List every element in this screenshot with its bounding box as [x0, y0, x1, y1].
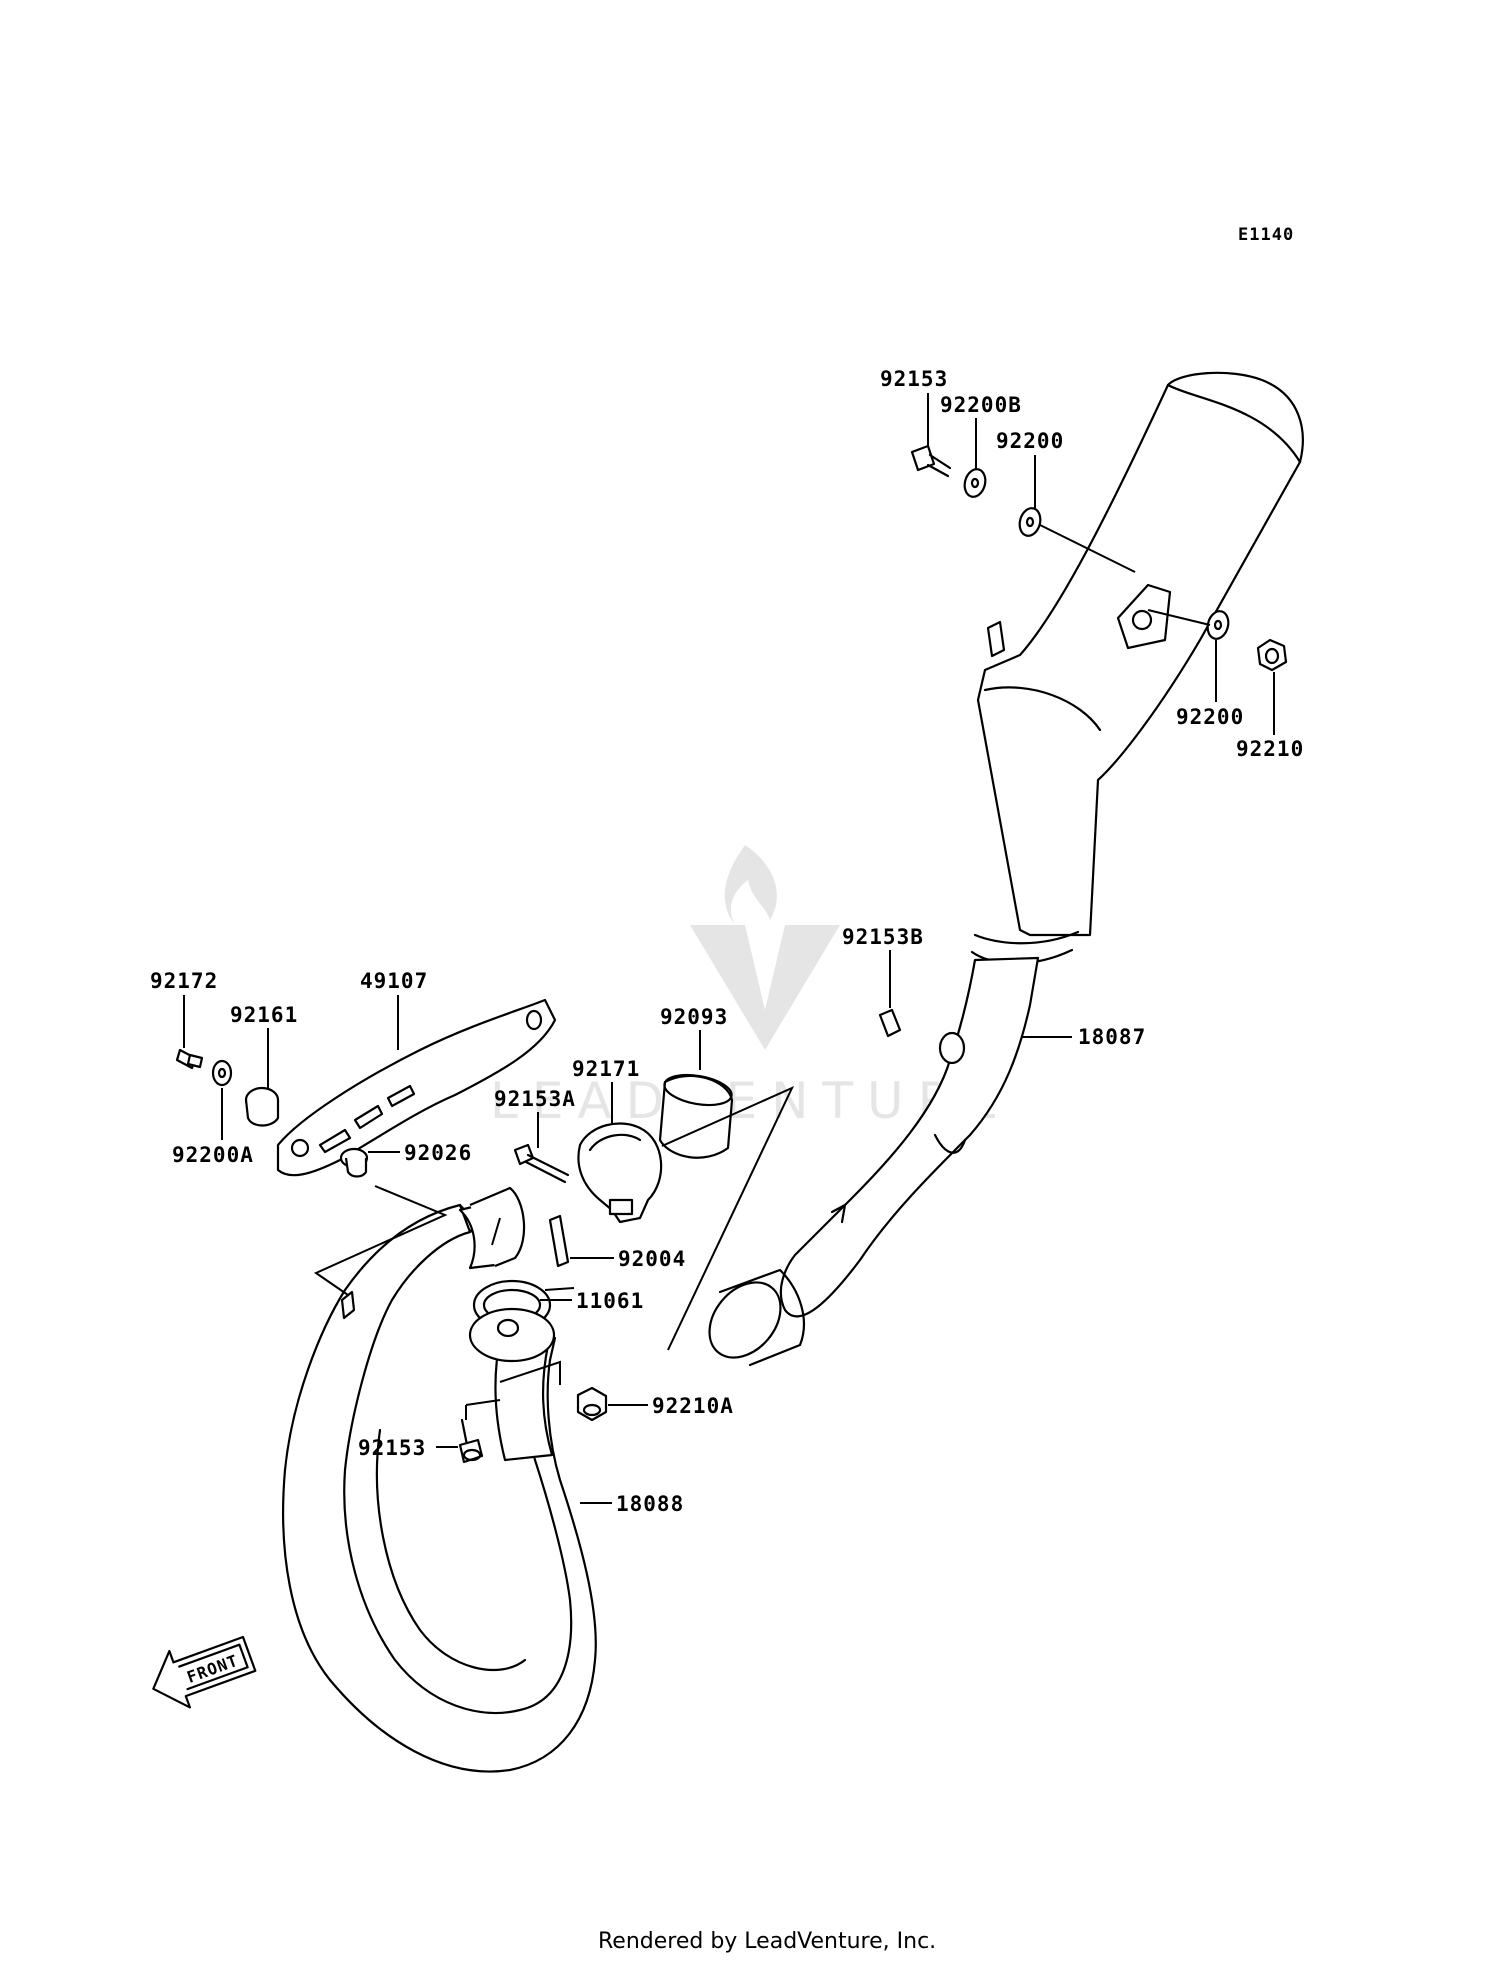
callout-49107: 49107 — [360, 969, 428, 993]
nut-92210 — [1256, 638, 1288, 672]
callout-92093: 92093 — [660, 1005, 728, 1029]
muffler-18087 — [708, 371, 1304, 1367]
grommet-92026 — [339, 1147, 369, 1178]
callout-92200A: 92200A — [172, 1143, 254, 1167]
front-arrow-icon: FRONT — [152, 1635, 257, 1709]
heat-guard-49107 — [276, 998, 557, 1177]
callout-92200-right: 92200 — [1176, 705, 1244, 729]
callout-92210A: 92210A — [652, 1394, 734, 1418]
callout-92200B: 92200B — [940, 393, 1022, 417]
callout-92153-top: 92153 — [880, 367, 948, 391]
callout-labels: 92153 92200B 92200 92200 92210 92153B 18… — [150, 367, 1304, 1516]
collar-92161 — [244, 1086, 280, 1127]
callout-18087: 18087 — [1078, 1025, 1146, 1049]
bolt-92172 — [175, 1048, 204, 1070]
gasket-11061 — [468, 1279, 556, 1363]
callout-11061: 11061 — [576, 1289, 644, 1313]
callout-92153-bottom: 92153 — [358, 1436, 426, 1460]
callout-92153A: 92153A — [494, 1087, 576, 1111]
watermark-logo: LEADVENTURE — [490, 845, 1012, 1130]
callout-92200-top: 92200 — [996, 429, 1064, 453]
washer-92200-right — [1206, 610, 1230, 640]
callout-92171: 92171 — [572, 1057, 640, 1081]
callout-92172: 92172 — [150, 969, 218, 993]
washer-92200-top — [1018, 507, 1042, 537]
watermark-text: LEADVENTURE — [490, 1072, 1012, 1130]
callout-18088: 18088 — [616, 1492, 684, 1516]
callout-92153B: 92153B — [842, 925, 924, 949]
sleeve-92093 — [658, 1073, 734, 1159]
washer-92200B — [963, 468, 987, 498]
bolt-92153A — [513, 1143, 570, 1184]
nut-92210A — [576, 1386, 608, 1422]
footer-credit: Rendered by LeadVenture, Inc. — [598, 1929, 936, 1954]
bolt-92153B — [878, 1008, 902, 1038]
assembly-lines — [313, 524, 1211, 1420]
callout-92161: 92161 — [230, 1003, 298, 1027]
clamp-92171 — [577, 1122, 663, 1224]
callout-92026: 92026 — [404, 1141, 472, 1165]
bolt-92153-bottom — [458, 1418, 484, 1464]
exhaust-pipe-18088 — [282, 1186, 597, 1773]
washer-92200A — [211, 1059, 233, 1087]
callout-92210: 92210 — [1236, 737, 1304, 761]
stud-92004 — [548, 1214, 570, 1268]
diagram-code: E1140 — [1238, 225, 1294, 245]
leader-lines — [183, 393, 1275, 1504]
bolt-92153-top — [910, 444, 952, 478]
callout-92004: 92004 — [618, 1247, 686, 1271]
